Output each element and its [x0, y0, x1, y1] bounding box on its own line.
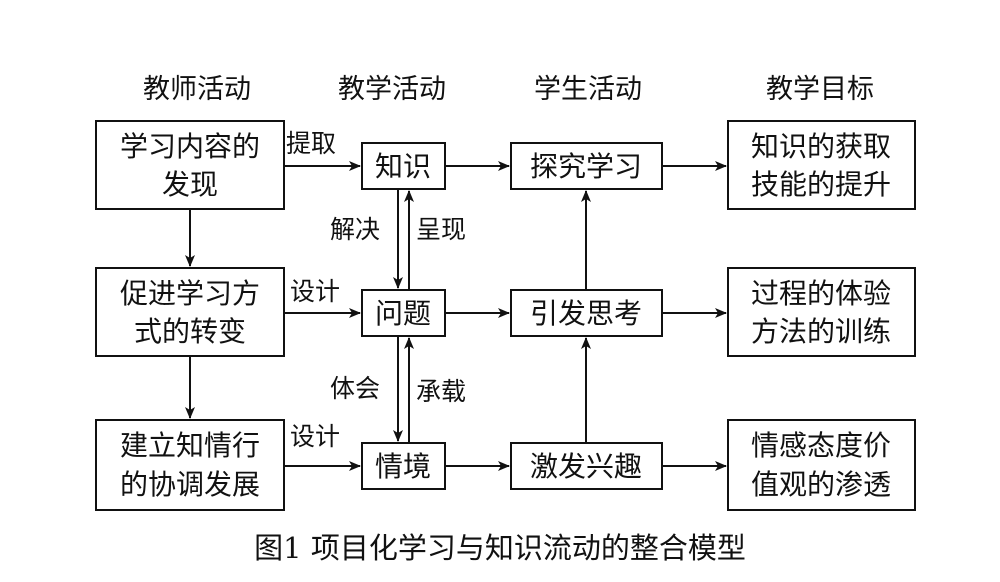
box-interest: 激发兴趣 [510, 442, 663, 490]
column-header-teacher: 教师活动 [143, 74, 251, 105]
edge-label-present: 呈现 [416, 215, 466, 244]
box-think: 引发思考 [510, 289, 663, 337]
box-label: 激发兴趣 [530, 450, 642, 483]
box-label: 知识 [375, 150, 431, 183]
box-line: 过程的体验 [751, 277, 891, 310]
column-header-goal: 教学目标 [766, 74, 874, 105]
box-line: 值观的渗透 [751, 468, 891, 501]
box-line: 发现 [162, 168, 218, 201]
box-problem: 问题 [361, 289, 446, 337]
box-situation: 情境 [361, 442, 446, 490]
edge-label-carry: 承载 [416, 377, 466, 406]
edge-label-solve: 解决 [330, 215, 380, 244]
box-line: 知识的获取 [751, 130, 891, 163]
box-line: 促进学习方 [120, 277, 260, 310]
box-line: 建立知情行 [120, 429, 260, 462]
box-label: 问题 [375, 297, 431, 330]
box-label: 引发思考 [530, 297, 642, 330]
edge-label-experience: 体会 [330, 374, 380, 403]
box-line: 式的转变 [134, 315, 246, 348]
box-line: 方法的训练 [751, 315, 891, 348]
box-line: 情感态度价 [751, 429, 891, 462]
edge-label-design: 设计 [290, 277, 340, 306]
box-method-change: 促进学习方 式的转变 [95, 267, 285, 357]
box-line: 的协调发展 [120, 468, 260, 501]
box-label: 情境 [375, 450, 431, 483]
column-header-teaching: 教学活动 [338, 74, 446, 105]
box-line: 学习内容的 [120, 130, 260, 163]
edge-label-design: 设计 [290, 422, 340, 451]
box-line: 技能的提升 [751, 168, 891, 201]
box-label: 探究学习 [530, 150, 642, 183]
figure-caption: 图1 项目化学习与知识流动的整合模型 [254, 531, 746, 565]
box-content-discovery: 学习内容的 发现 [95, 120, 285, 210]
box-goal-emotion-value: 情感态度价 值观的渗透 [727, 419, 916, 511]
box-goal-knowledge-skill: 知识的获取 技能的提升 [727, 120, 916, 210]
box-explore: 探究学习 [510, 142, 663, 190]
column-header-student: 学生活动 [534, 74, 642, 105]
box-knowledge: 知识 [361, 142, 446, 190]
box-coordination: 建立知情行 的协调发展 [95, 419, 285, 511]
box-goal-process-method: 过程的体验 方法的训练 [727, 267, 916, 357]
edge-label-extract: 提取 [286, 129, 336, 158]
